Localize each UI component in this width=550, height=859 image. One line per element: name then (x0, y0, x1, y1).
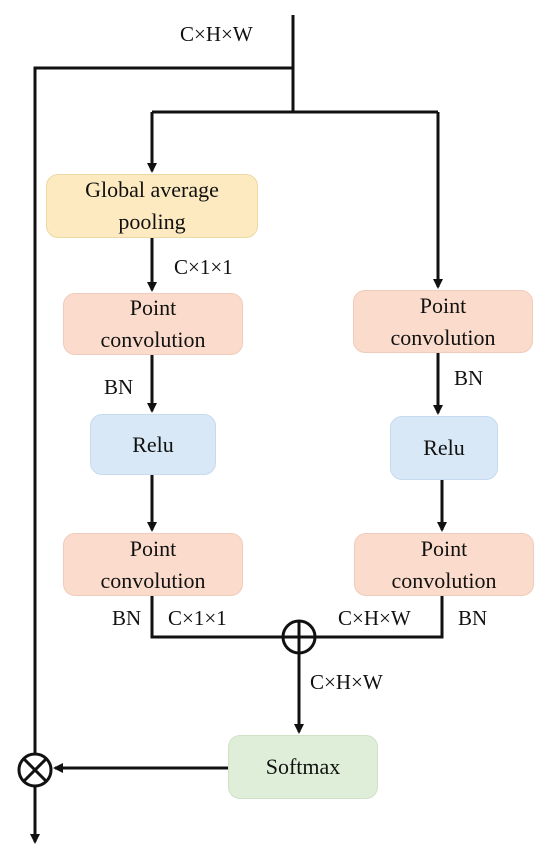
softmax-box: Softmax (228, 735, 378, 799)
right-output-dims-label: C×H×W (338, 606, 411, 630)
left-point-convolution-1-box: Point convolution (63, 293, 243, 355)
right-bn-label-2: BN (458, 606, 488, 630)
left-bn-label-1: BN (104, 375, 134, 399)
add-operator-icon (281, 619, 317, 655)
global-average-pooling-box: Global average pooling (46, 174, 258, 238)
skip-connection-line (33, 66, 293, 754)
left-bn-label-2: BN (112, 606, 142, 630)
left-output-dims-label: C×1×1 (168, 606, 227, 630)
right-merge-line (315, 596, 444, 639)
right-relu-box: Relu (390, 416, 498, 480)
left-point-convolution-2-box: Point convolution (63, 533, 243, 596)
right-point-convolution-1-box: Point convolution (353, 290, 533, 353)
right-point-convolution-2-box: Point convolution (354, 533, 534, 596)
gap-output-dims-label: C×1×1 (174, 255, 233, 279)
left-relu-box: Relu (90, 414, 216, 475)
left-merge-line (150, 596, 283, 639)
sum-output-dims-label: C×H×W (310, 670, 383, 694)
right-bn-label-1: BN (454, 366, 484, 390)
input-dims-label: C×H×W (180, 22, 253, 46)
multiply-operator-icon (17, 752, 53, 788)
